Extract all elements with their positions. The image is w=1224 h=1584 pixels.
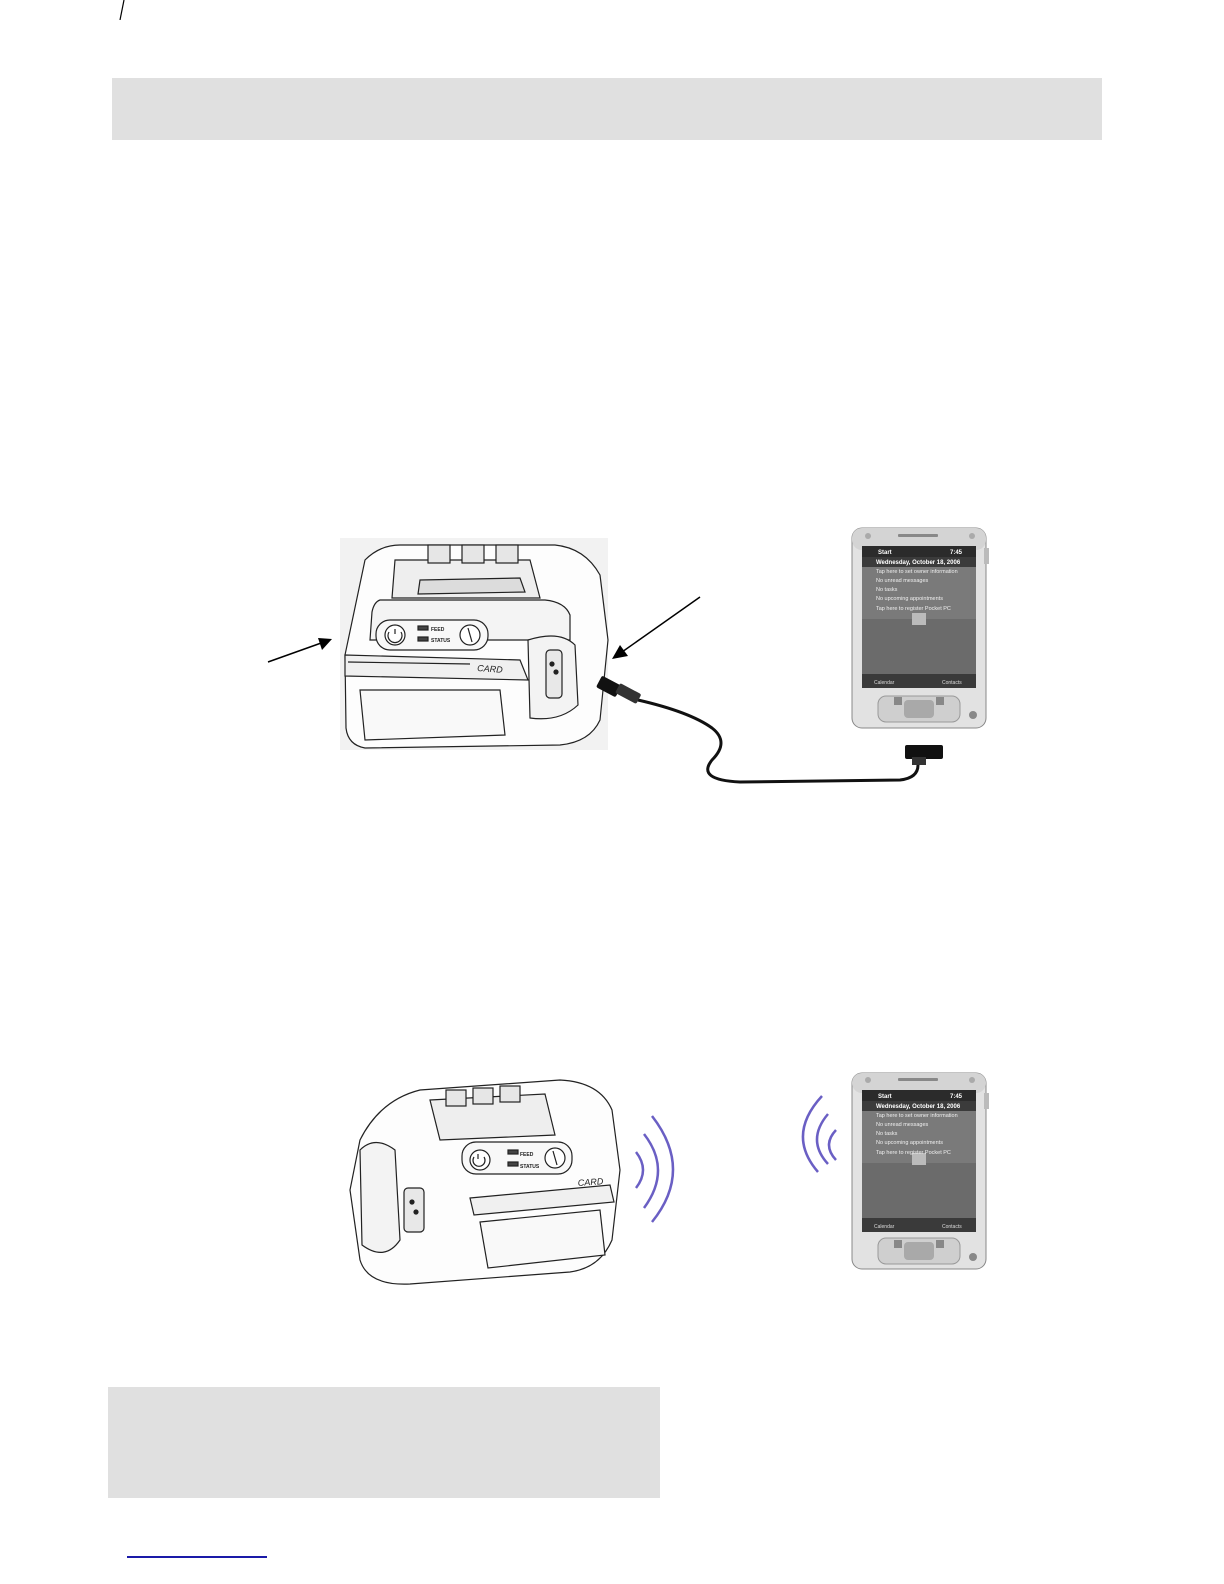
- header-bar: [112, 78, 1102, 140]
- pda-start-label: Start: [878, 1094, 892, 1100]
- pda-item: Tap here to set owner information: [876, 1113, 958, 1119]
- pda-softkey-left: Calendar: [874, 1224, 895, 1230]
- wireless-connection-figure: FEED STATUS CARD Start 7:45 Wednesday, O…: [0, 1068, 1224, 1298]
- pda-item: No unread messages: [876, 578, 929, 584]
- pda-item: Tap here to register Pocket PC: [876, 606, 951, 612]
- page-edge-mark: [118, 0, 128, 20]
- feed-label: FEED: [431, 627, 445, 633]
- pda-start-label: Start: [878, 550, 892, 556]
- pda-softkey-right: Contacts: [942, 680, 962, 686]
- card-label: CARD: [477, 663, 504, 675]
- wireless-signal-icon: [636, 1116, 673, 1222]
- pda-softkey-left: Calendar: [874, 680, 895, 686]
- pda-device: [852, 1073, 989, 1269]
- card-label: CARD: [577, 1176, 604, 1188]
- pda-item: No upcoming appointments: [876, 1140, 943, 1146]
- pda-item: No upcoming appointments: [876, 596, 943, 602]
- pda-device: [852, 528, 989, 728]
- pda-item: No unread messages: [876, 1122, 929, 1128]
- section-bar: [108, 1387, 660, 1498]
- wireless-signal-icon: [803, 1096, 836, 1172]
- pda-softkey-right: Contacts: [942, 1224, 962, 1230]
- cable-connection-figure: FEED STATUS CARD Start 7:4: [0, 520, 1224, 820]
- pda-item: No tasks: [876, 587, 898, 593]
- status-label: STATUS: [431, 638, 451, 644]
- feed-label: FEED: [520, 1152, 534, 1158]
- footer-link-underline: [127, 1556, 267, 1558]
- pda-date: Wednesday, October 18, 2006: [876, 560, 961, 566]
- pda-date: Wednesday, October 18, 2006: [876, 1104, 961, 1110]
- status-label: STATUS: [520, 1164, 540, 1170]
- arrow-left-icon: [268, 638, 332, 662]
- pda-item: Tap here to register Pocket PC: [876, 1150, 951, 1156]
- pda-clock: 7:45: [950, 550, 963, 556]
- printer-illustration: [340, 538, 608, 750]
- arrow-right-icon: [612, 597, 700, 659]
- pda-item: No tasks: [876, 1131, 898, 1137]
- pda-clock: 7:45: [950, 1094, 963, 1100]
- pda-item: Tap here to set owner information: [876, 569, 958, 575]
